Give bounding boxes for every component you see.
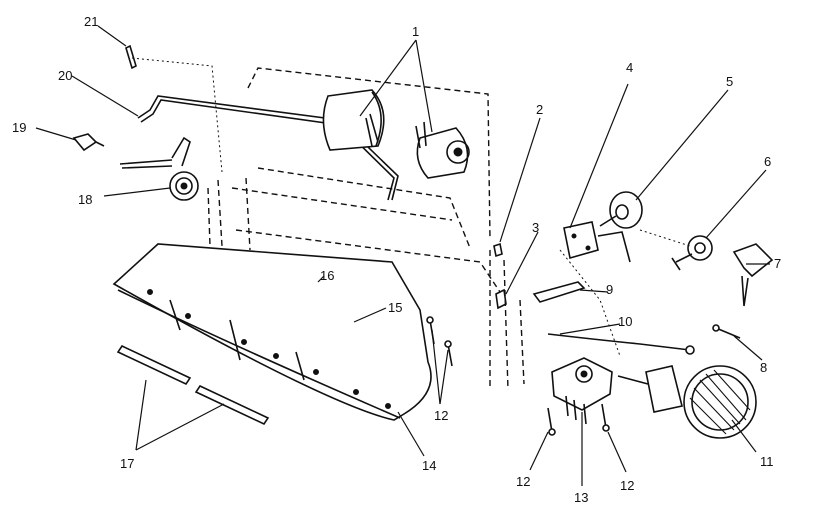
- part-20-rod: [137, 95, 399, 201]
- label-part-11: 11: [760, 454, 774, 469]
- label-part-9: 9: [606, 282, 613, 297]
- part-6-small-gear: [639, 229, 713, 271]
- part-17-rod-lower: [194, 384, 270, 426]
- part-21-pin: [125, 44, 137, 70]
- part-5-gear: [599, 191, 643, 229]
- callout-labels: 1 2 3 4 5 6 7 8 9 10 11 12 12 12 13 14 1…: [12, 14, 781, 505]
- part-12-screws: [426, 316, 610, 436]
- label-part-17: 17: [120, 456, 134, 471]
- label-part-4: 4: [626, 60, 633, 75]
- part-18-bracket: [119, 136, 199, 201]
- leader-lines: [35, 25, 770, 486]
- label-part-19: 19: [12, 120, 26, 135]
- part-1-roller-left: [322, 89, 385, 151]
- part-14-reflector: [112, 243, 432, 421]
- part-9-arm: [532, 281, 586, 303]
- label-part-10: 10: [618, 314, 632, 329]
- part-19-plug: [72, 133, 105, 152]
- part-17-rod-upper: [116, 344, 192, 386]
- label-part-5: 5: [726, 74, 733, 89]
- label-part-20: 20: [58, 68, 72, 83]
- label-part-13: 13: [574, 490, 588, 505]
- dashed-frame: [207, 67, 621, 391]
- label-part-8: 8: [760, 360, 767, 375]
- label-part-18: 18: [78, 192, 92, 207]
- label-part-21: 21: [84, 14, 98, 29]
- label-part-12-left: 12: [434, 408, 448, 423]
- label-part-2: 2: [536, 102, 543, 117]
- part-3-pin: [495, 288, 507, 310]
- label-part-3: 3: [532, 220, 539, 235]
- part-10-wire: [547, 333, 695, 355]
- part-1-roller-right: [415, 121, 470, 179]
- part-8-pin: [712, 324, 741, 339]
- part-7-switch: [732, 243, 774, 307]
- part-2-pin: [493, 242, 503, 258]
- label-part-15: 15: [388, 300, 402, 315]
- label-part-1: 1: [412, 24, 419, 39]
- label-part-6: 6: [764, 154, 771, 169]
- label-part-14: 14: [422, 458, 436, 473]
- part-4-plate: [563, 221, 631, 263]
- part-13-motor: [551, 357, 613, 425]
- part-11-fan: [617, 365, 757, 439]
- label-part-12-right: 12: [620, 478, 634, 493]
- label-part-16: 16: [320, 268, 334, 283]
- part-21-guide-line: [131, 57, 223, 173]
- label-part-12-center: 12: [516, 474, 530, 489]
- label-part-7: 7: [774, 256, 781, 271]
